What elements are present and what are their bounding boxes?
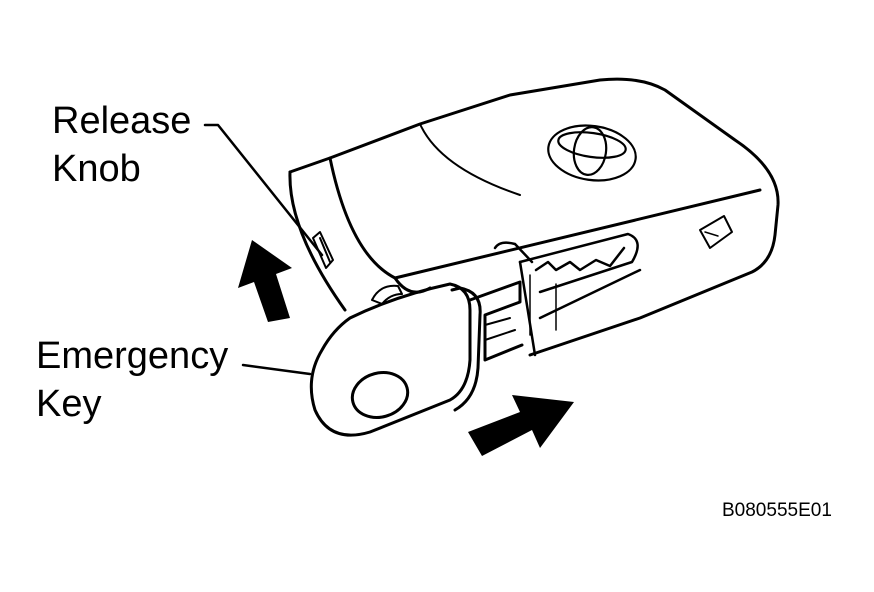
release-knob-label-line2: Knob <box>52 148 141 190</box>
release-knob-slot <box>312 231 334 269</box>
emergency-key <box>309 280 524 437</box>
arrow-icon <box>238 240 292 322</box>
emergency-key-label: Emergency Key <box>36 332 228 428</box>
arrow-icon <box>468 395 574 456</box>
fob-body <box>288 77 780 357</box>
key-ring-hole <box>350 371 410 419</box>
key-channel <box>493 232 642 357</box>
release-knob-label: Release Knob <box>52 97 191 193</box>
emergency-key-label-line1: Emergency <box>36 335 229 377</box>
release-knob-leader <box>203 123 324 257</box>
emergency-key-leader <box>241 363 312 376</box>
figure-id: B080555E01 <box>722 500 832 521</box>
emergency-key-label-line2: Key <box>36 383 102 425</box>
lanyard-slot <box>699 215 733 249</box>
toyota-logo-icon <box>547 124 637 182</box>
release-knob-label-line1: Release <box>52 100 192 142</box>
